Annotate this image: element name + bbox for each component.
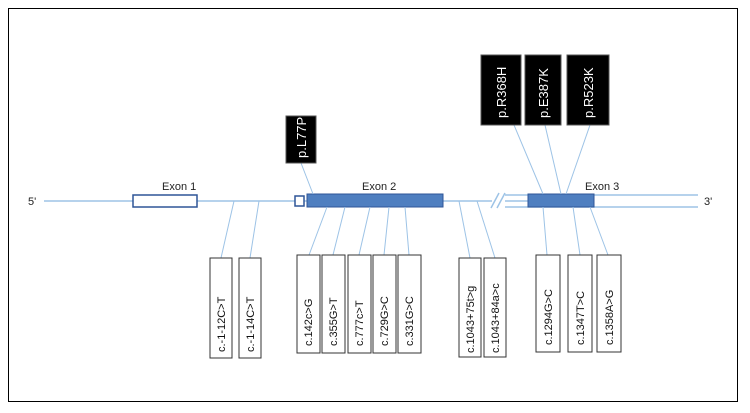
svg-text:c.-1-14C>T: c.-1-14C>T	[245, 296, 257, 352]
svg-text:c.1043+75t>g: c.1043+75t>g	[465, 286, 477, 353]
svg-text:p.E387K: p.E387K	[536, 68, 551, 118]
svg-text:c.1358A>G: c.1358A>G	[604, 290, 616, 345]
svg-text:c.-1-12C>T: c.-1-12C>T	[216, 296, 228, 352]
dna-variant-label: c.355G>T	[321, 254, 346, 354]
dna-variant-label: c.-1-12C>T	[209, 257, 233, 359]
exon-1-box	[132, 194, 198, 208]
svg-text:c.1294G>C: c.1294G>C	[543, 289, 555, 345]
dna-variant-label: c.1358A>G	[596, 254, 622, 353]
protein-variant-label: p.L77P	[285, 115, 317, 164]
three-prime-label: 3'	[704, 196, 712, 208]
dna-variant-label: c.1347T>C	[567, 254, 593, 353]
five-prime-label: 5'	[28, 196, 36, 208]
svg-text:c.729G>C: c.729G>C	[379, 296, 391, 346]
svg-text:c.331G>C: c.331G>C	[404, 296, 416, 346]
dna-variant-label: c.142c>G	[296, 254, 321, 354]
exon-2-box	[306, 193, 444, 208]
svg-text:c.777c>T: c.777c>T	[354, 300, 366, 346]
protein-connector	[544, 124, 562, 195]
svg-text:c.1043+84a>c: c.1043+84a>c	[490, 283, 502, 353]
dna-variant-label: c.-1-14C>T	[238, 257, 262, 359]
protein-connector	[565, 124, 591, 195]
dna-variant-label: c.331G>C	[397, 254, 422, 354]
protein-connector	[300, 162, 314, 195]
break-mark-1	[490, 192, 500, 209]
svg-text:p.L77P: p.L77P	[294, 117, 309, 158]
svg-text:c.355G>T: c.355G>T	[328, 297, 340, 346]
dna-variant-label: c.777c>T	[347, 254, 372, 354]
dna-variant-label: c.1294G>C	[535, 254, 561, 353]
dna-variant-label: c.1043+75t>g	[458, 257, 482, 358]
exon-1-label: Exon 1	[162, 181, 196, 193]
dna-variant-label: c.729G>C	[372, 254, 397, 354]
svg-text:c.1347T>C: c.1347T>C	[575, 291, 587, 345]
protein-variant-label: p.E387K	[524, 54, 562, 126]
svg-text:p.R368H: p.R368H	[494, 67, 509, 118]
exon-3-box	[527, 193, 595, 208]
protein-connector	[513, 124, 544, 195]
protein-variant-label: p.R368H	[480, 54, 522, 126]
svg-text:p.R523K: p.R523K	[581, 67, 596, 118]
dna-connectors	[220, 200, 609, 259]
exon-2-label: Exon 2	[362, 181, 396, 193]
dna-variant-label: c.1043+84a>c	[483, 257, 507, 358]
svg-text:c.142c>G: c.142c>G	[303, 299, 315, 346]
exon-2-utr-box	[294, 195, 305, 207]
break-mark-2	[496, 192, 506, 209]
exon-3-label: Exon 3	[585, 181, 619, 193]
protein-variant-label: p.R523K	[566, 54, 610, 126]
